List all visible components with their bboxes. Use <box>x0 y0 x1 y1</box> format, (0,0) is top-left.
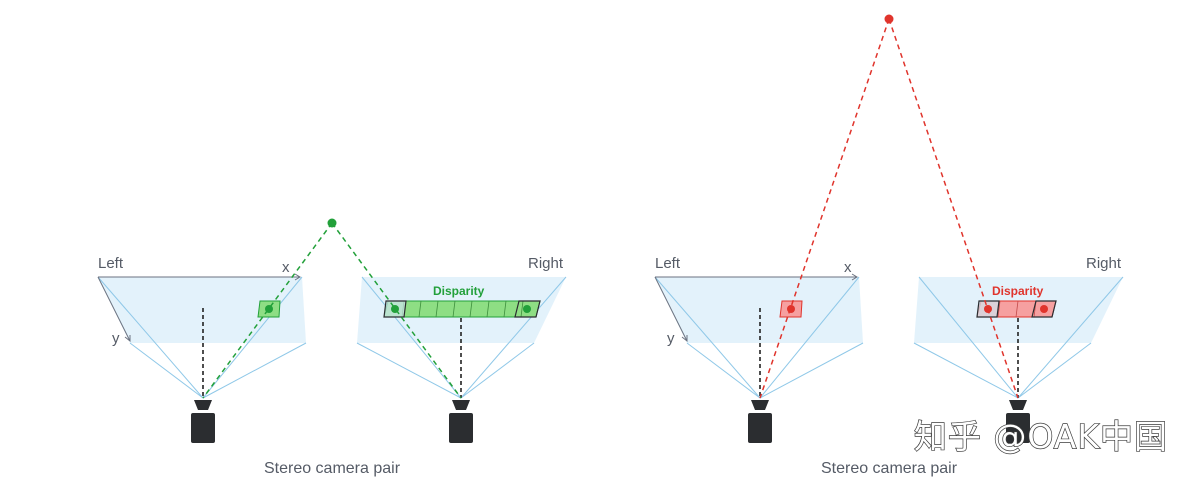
scene-point <box>884 14 894 24</box>
left-image-axes <box>654 273 858 343</box>
left-projection-point <box>787 305 795 313</box>
right-camera-icon <box>449 400 473 443</box>
left-projection-point <box>265 305 273 313</box>
x-axis-label: x <box>844 259 852 276</box>
right-camera-frustum <box>913 276 1124 399</box>
disparity-label: Disparity <box>433 284 485 298</box>
left-camera-icon <box>191 400 215 443</box>
left-camera-label: Left <box>655 255 681 272</box>
left-image-plane <box>98 277 306 343</box>
left-image-axes <box>97 273 301 343</box>
left-image-plane <box>655 277 863 343</box>
diagram-near-point: Left x y Right <box>97 218 567 477</box>
figure-caption: Stereo camera pair <box>821 460 958 477</box>
left-camera-label: Left <box>98 255 124 272</box>
left-camera-icon <box>748 400 772 443</box>
left-reference-point <box>391 305 399 313</box>
right-camera-label: Right <box>528 255 564 272</box>
right-camera-icon <box>1006 400 1030 443</box>
scene-point <box>327 218 337 228</box>
right-projection-point <box>523 305 531 313</box>
diagram-far-point: Left x y Right Disparity <box>654 14 1124 477</box>
x-axis-label: x <box>282 259 290 276</box>
y-axis-label: y <box>667 330 675 347</box>
left-camera-frustum <box>654 276 864 399</box>
right-camera-label: Right <box>1086 255 1122 272</box>
watermark-text: 知乎 @OAK中国 <box>914 417 1168 456</box>
y-axis-label: y <box>112 330 120 347</box>
left-reference-point <box>984 305 992 313</box>
disparity-bar <box>383 300 541 318</box>
left-camera-frustum <box>97 276 307 399</box>
figure-caption: Stereo camera pair <box>264 460 401 477</box>
disparity-label: Disparity <box>992 284 1044 298</box>
projection-rays <box>759 18 1019 399</box>
right-camera-frustum <box>356 276 567 399</box>
right-projection-point <box>1040 305 1048 313</box>
